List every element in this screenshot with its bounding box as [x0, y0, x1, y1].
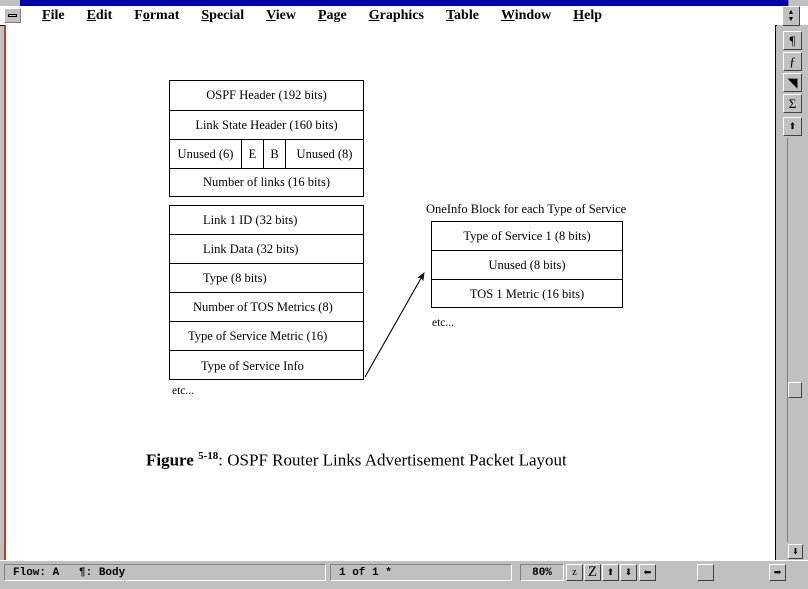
- packet-table-ospf-header: OSPF Header (192 bits) Link State Header…: [169, 80, 364, 197]
- packet-table-tos-block: Type of Service 1 (8 bits) Unused (8 bit…: [431, 221, 623, 308]
- minimize-box-icon: [8, 14, 17, 17]
- zoom-value-text: 80%: [532, 566, 552, 579]
- table-row: Type (8 bits): [170, 264, 363, 293]
- previous-page-button[interactable]: ⬆: [602, 564, 619, 581]
- row-label: Unused (8 bits): [488, 257, 566, 272]
- page-left-margin-rule: [4, 25, 6, 560]
- flow-status-field: Flow: A ¶: Body: [4, 564, 326, 581]
- figure-caption: Figure 5-18: OSPF Router Links Advertise…: [146, 450, 567, 471]
- arrow-down-icon: ⬇: [792, 547, 799, 556]
- title-bar-left-cap: [0, 0, 20, 6]
- row-label: Number of links (16 bits): [202, 175, 331, 189]
- sigma-icon: Σ: [788, 95, 797, 111]
- table-row-split: Unused (6) E B Unused (8): [170, 140, 363, 169]
- paragraph-icon: ¶: [789, 32, 796, 48]
- row-label: Link 1 ID (32 bits): [203, 212, 298, 227]
- tos-block-caption: OneInfo Block for each Type of Service: [426, 202, 627, 216]
- flow-status-text: Flow: A ¶: Body: [13, 566, 126, 579]
- table-row: Link 1 ID (32 bits): [170, 206, 363, 235]
- table-row: Type of Service Metric (16): [170, 322, 363, 351]
- vertical-scrollbar-track[interactable]: [787, 138, 802, 542]
- scroll-right-button[interactable]: ➡: [769, 564, 786, 581]
- caption-word: Figure: [146, 450, 194, 470]
- menu-items: File Edit Format Special View Page Graph…: [31, 8, 613, 24]
- arrow-up-icon: ⬆: [606, 567, 615, 577]
- table-row: Link State Header (160 bits): [170, 111, 363, 140]
- title-bar-right-cap: [788, 0, 808, 6]
- zoom-out-button[interactable]: z: [566, 564, 583, 581]
- menu-item-edit[interactable]: Edit: [86, 7, 113, 23]
- status-bar: Flow: A ¶: Body 1 of 1 * 80% z Z ⬆ ⬇ ⬅ ➡: [0, 560, 808, 589]
- scroll-left-button[interactable]: ⬅: [639, 564, 656, 581]
- table-row: Number of TOS Metrics (8): [170, 293, 363, 322]
- cell-e-bit: E: [242, 140, 264, 168]
- page-spinner[interactable]: ▲ ▼: [782, 6, 800, 26]
- menu-item-graphics[interactable]: Graphics: [368, 7, 424, 23]
- menu-item-window[interactable]: Window: [500, 7, 552, 23]
- zoom-out-icon: z: [572, 567, 577, 578]
- connector-arrow: [364, 272, 425, 378]
- system-menu-button[interactable]: [4, 8, 21, 23]
- row-label: Type (8 bits): [203, 270, 267, 285]
- resize-corner[interactable]: [787, 564, 805, 581]
- table-row: Link Data (32 bits): [170, 235, 363, 264]
- cell-unused-6: Unused (6): [170, 140, 242, 168]
- page-status-field: 1 of 1 *: [330, 564, 512, 581]
- row-label: Type of Service Metric (16): [188, 328, 328, 343]
- zoom-in-button[interactable]: Z: [584, 564, 601, 581]
- table-row: Type of Service Info: [170, 351, 363, 381]
- menu-item-page[interactable]: Page: [317, 7, 347, 23]
- row-label: Type of Service Info: [201, 358, 304, 373]
- arrow-left-icon: ⬅: [643, 567, 652, 577]
- row-label: Number of TOS Metrics (8): [193, 299, 333, 314]
- etc-label-left: etc...: [172, 385, 195, 397]
- table-row: Type of Service 1 (8 bits): [432, 222, 622, 251]
- arrow-right-icon: ➡: [773, 567, 782, 577]
- arrow-up-icon: ⬆: [788, 121, 797, 131]
- table-row: Number of links (16 bits): [170, 169, 363, 196]
- document-page[interactable]: OSPF Header (192 bits) Link State Header…: [6, 25, 776, 560]
- cell-b-bit: B: [264, 140, 286, 168]
- next-page-button[interactable]: ⬇: [620, 564, 637, 581]
- row-label: Link Data (32 bits): [203, 241, 299, 256]
- menu-item-table[interactable]: Table: [445, 7, 479, 23]
- scroll-down-button[interactable]: ⬇: [788, 544, 803, 559]
- equation-tool-button[interactable]: Σ: [783, 94, 802, 113]
- vertical-scrollbar-thumb[interactable]: [788, 382, 802, 398]
- row-label: TOS 1 Metric (16 bits): [469, 287, 585, 301]
- graphics-tool-button[interactable]: ◥: [783, 73, 802, 92]
- triangle-icon: ◥: [787, 74, 798, 90]
- function-f-icon: ƒ: [789, 53, 796, 69]
- paragraph-tool-button[interactable]: ¶: [783, 31, 802, 50]
- menu-item-view[interactable]: View: [266, 7, 296, 23]
- table-row: OSPF Header (192 bits): [170, 81, 363, 111]
- table-row: Unused (8 bits): [432, 251, 622, 280]
- row-label: Link State Header (160 bits): [195, 117, 338, 132]
- cell-unused-8: Unused (8): [296, 146, 353, 161]
- zoom-value-field: 80%: [520, 564, 564, 581]
- menu-bar: File Edit Format Special View Page Graph…: [0, 6, 808, 26]
- zoom-in-icon: Z: [587, 564, 598, 580]
- arrow-down-icon: ⬇: [624, 567, 633, 577]
- row-label: OSPF Header (192 bits): [206, 88, 327, 102]
- menu-item-format[interactable]: Format: [134, 7, 180, 23]
- page-status-text: 1 of 1 *: [339, 566, 392, 579]
- spinner-down-icon[interactable]: ▼: [787, 16, 795, 23]
- menu-item-file[interactable]: File: [42, 7, 65, 23]
- menu-item-special[interactable]: Special: [201, 7, 245, 23]
- character-tool-button[interactable]: ƒ: [783, 52, 802, 71]
- caption-text: : OSPF Router Links Advertisement Packet…: [218, 450, 567, 470]
- packet-table-link-entries: Link 1 ID (32 bits) Link Data (32 bits) …: [169, 205, 364, 380]
- table-row: TOS 1 Metric (16 bits): [432, 280, 622, 309]
- scroll-up-button[interactable]: ⬆: [783, 117, 802, 136]
- row-label: Type of Service 1 (8 bits): [463, 228, 591, 243]
- caption-number: 5-18: [198, 450, 219, 462]
- horizontal-scrollbar-thumb[interactable]: [697, 564, 714, 581]
- spinner-up-icon[interactable]: ▲: [787, 9, 795, 16]
- window-title-bar: [0, 0, 808, 6]
- etc-label-right: etc...: [432, 317, 455, 329]
- menu-item-help[interactable]: Help: [573, 7, 603, 23]
